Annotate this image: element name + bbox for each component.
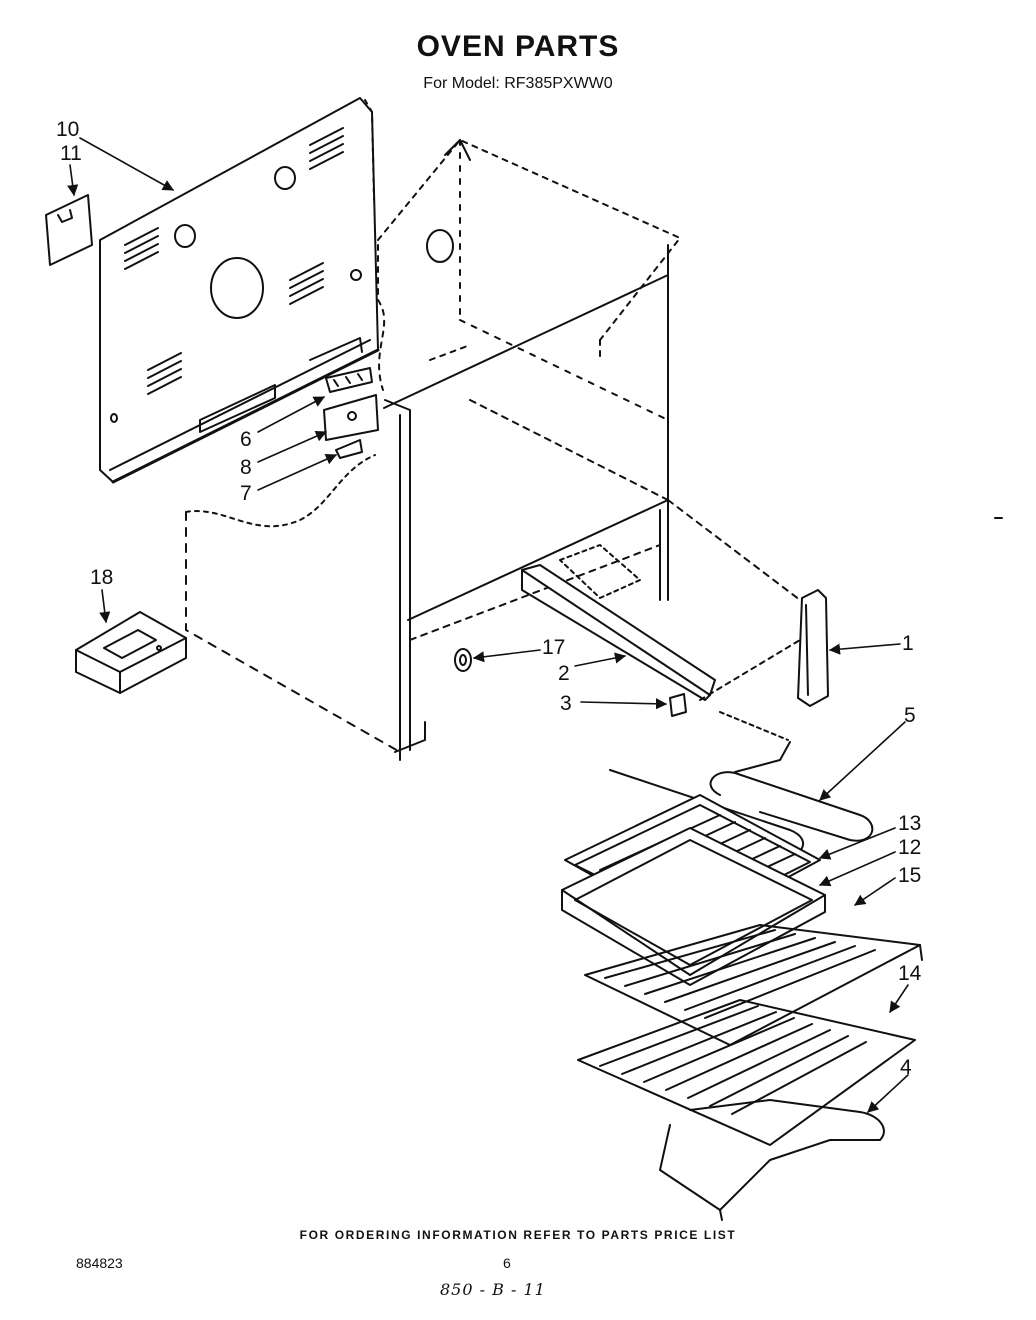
callout-6: 6 (240, 428, 252, 451)
back-panel (99, 97, 380, 484)
panel-bracket (45, 194, 93, 266)
control-box-18 (75, 611, 187, 694)
callout-11: 11 (60, 142, 82, 165)
callout-3: 3 (560, 692, 572, 715)
side-trim (699, 589, 829, 707)
callout-5: 5 (904, 704, 916, 727)
page-number: 6 (503, 1255, 511, 1271)
callout-8: 8 (240, 456, 252, 479)
page-title: OVEN PARTS (416, 30, 620, 63)
callout-14: 14 (898, 962, 922, 985)
bake-element (659, 1099, 885, 1221)
handwritten-note: 850 - B - 11 (440, 1280, 546, 1299)
oven-cabinet-frame (185, 139, 801, 761)
callout-numbers: 10 11 6 8 7 18 17 2 3 1 5 13 12 15 14 4 (56, 118, 922, 1079)
callout-10: 10 (56, 118, 79, 141)
callout-7: 7 (240, 482, 252, 505)
model-subtitle: For Model: RF385PXWW0 (423, 75, 613, 92)
callout-12: 12 (898, 836, 921, 859)
callout-17: 17 (542, 636, 565, 659)
callout-18: 18 (90, 566, 113, 589)
callout-15: 15 (898, 864, 921, 887)
broiler-pan-and-grid (561, 794, 826, 986)
callout-4: 4 (900, 1056, 912, 1079)
callout-2: 2 (558, 662, 570, 685)
callout-13: 13 (898, 812, 921, 835)
clip-part-3 (669, 693, 687, 717)
document-number: 884823 (76, 1255, 123, 1271)
callout-leaders (67, 137, 909, 1113)
callout-1: 1 (902, 632, 914, 655)
grommet-part-17 (454, 648, 472, 672)
bottom-cross-member (521, 544, 716, 701)
small-parts-6-8-7 (323, 367, 379, 459)
oven-racks (577, 924, 923, 1146)
ordering-footer: FOR ORDERING INFORMATION REFER TO PARTS … (299, 1228, 737, 1242)
